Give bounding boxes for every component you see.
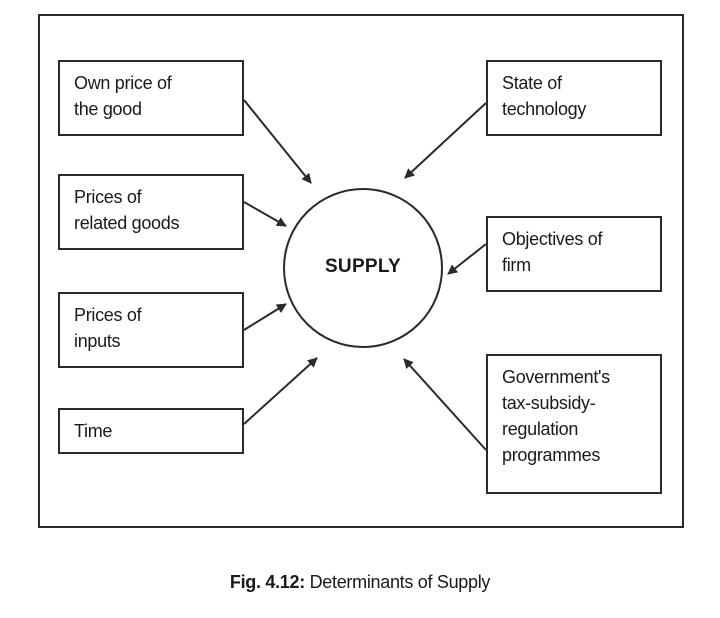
box-related-goods: Prices of related goods <box>58 174 244 250</box>
box-line: Prices of <box>74 187 142 207</box>
box-line: technology <box>502 99 587 119</box>
supply-label: SUPPLY <box>324 256 402 277</box>
box-line: Own price of <box>74 73 172 93</box>
box-line: firm <box>502 255 531 275</box>
box-time: Time <box>58 408 244 454</box>
arrow-government <box>403 358 487 451</box>
box-line: programmes <box>502 445 601 465</box>
box-line: State of <box>502 73 562 93</box>
box-line: tax-subsidy- <box>502 393 596 413</box>
box-line: the good <box>74 99 142 119</box>
figure-number: Fig. 4.12: <box>229 572 305 592</box>
box-line: inputs <box>74 331 121 351</box>
figure-caption: Fig. 4.12: Determinants of Supply <box>0 572 720 593</box>
figure-title: Determinants of Supply <box>309 572 491 592</box>
arrow-own-price <box>243 99 312 184</box>
arrow-time <box>243 357 318 425</box>
box-line: Prices of <box>74 305 142 325</box>
arrow-technology <box>404 102 487 179</box>
diagram-frame <box>38 14 684 528</box>
box-line: regulation <box>502 419 579 439</box>
box-line: Objectives of <box>502 229 603 249</box>
box-line: related goods <box>74 213 180 233</box>
arrow-related-goods <box>243 201 287 227</box>
supply-circle <box>283 188 443 348</box>
box-own-price: Own price of the good <box>58 60 244 136</box>
box-line: Time <box>74 421 113 441</box>
arrow-inputs <box>243 303 287 331</box>
box-technology: State of technology <box>486 60 662 136</box>
box-government: Government's tax-subsidy- regulation pro… <box>486 354 662 494</box>
arrow-objectives <box>447 243 487 275</box>
box-inputs: Prices of inputs <box>58 292 244 368</box>
box-line: Government's <box>502 367 610 387</box>
box-objectives: Objectives of firm <box>486 216 662 292</box>
